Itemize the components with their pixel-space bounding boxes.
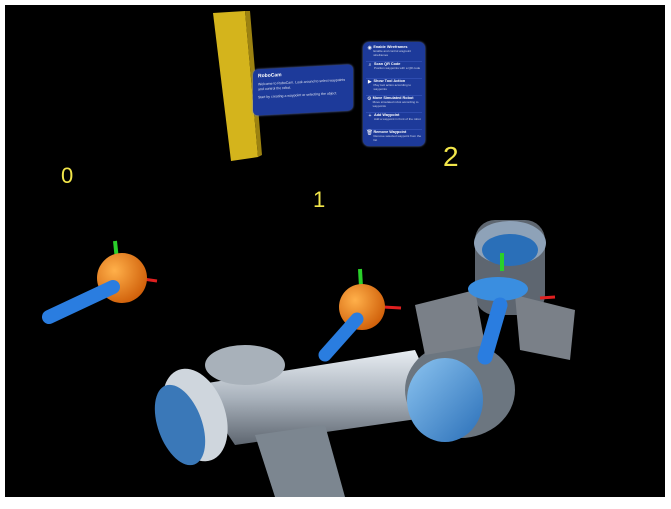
- search-icon: ⌕: [368, 62, 372, 68]
- waypoint-label-1: 1: [313, 187, 326, 212]
- plus-icon: +: [368, 113, 372, 119]
- info-panel: RoboCam Welcome to RoboCam. Look around …: [253, 64, 353, 116]
- waypoint-label-2: 2: [443, 141, 459, 172]
- play-icon: ▶: [367, 79, 372, 85]
- gear-icon: ⚙: [367, 96, 372, 102]
- info-paragraph: Welcome to RoboCam. Look around to selec…: [258, 77, 346, 92]
- info-paragraph: Start by creating a waypoint or selectin…: [258, 91, 338, 100]
- waypoint-0-marker: [42, 240, 158, 324]
- waypoint-label-0: 0: [61, 163, 74, 188]
- trash-icon: 🗑: [366, 130, 373, 136]
- yellow-pillar: [213, 11, 258, 161]
- eye-icon: ◉: [367, 45, 372, 51]
- robot-arm: [154, 220, 575, 497]
- scene-graphics: [42, 11, 575, 497]
- waypoint-1-marker: [318, 268, 402, 362]
- 3d-viewport[interactable]: 0 1 2 RoboCam Welcome to RoboCam. Look a…: [5, 5, 665, 497]
